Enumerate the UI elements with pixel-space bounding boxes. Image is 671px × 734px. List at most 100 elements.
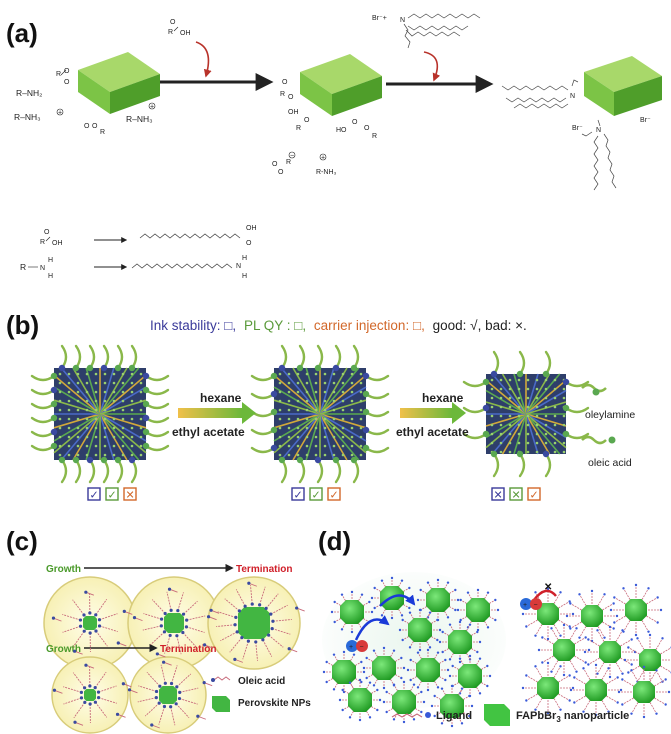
lattice-atom <box>279 409 282 412</box>
lattice-atom <box>342 436 345 439</box>
lattice-atom <box>360 391 363 394</box>
lattice-atom <box>563 451 566 454</box>
np-ligand-head <box>612 627 614 629</box>
lattice-atom <box>131 445 134 448</box>
oleic-head <box>169 705 172 708</box>
np-ligand-head <box>616 676 618 678</box>
lattice-atom <box>95 418 98 421</box>
np-ligand-head <box>351 591 353 593</box>
lattice-atom <box>500 397 503 400</box>
np-ligand-head <box>459 599 461 601</box>
lattice-atom <box>288 445 291 448</box>
oleic-head <box>88 684 91 687</box>
lattice-atom <box>509 433 512 436</box>
np-ligand-head <box>373 684 375 686</box>
lattice-atom <box>491 424 494 427</box>
panel-d: (d) + − ✕ + − Ligand FAPbBr3 nanoparticl… <box>318 526 671 727</box>
lattice-atom <box>545 424 548 427</box>
np-ligand-head <box>411 597 413 599</box>
np-ligand-head <box>325 681 327 683</box>
ligand-chain <box>132 346 136 368</box>
lattice-atom <box>509 406 512 409</box>
np-ligand-head <box>365 677 367 679</box>
ligand-head <box>517 451 523 457</box>
np-ligand-head <box>427 581 429 583</box>
lattice-atom <box>306 445 309 448</box>
svg-text:O: O <box>44 229 50 236</box>
np-ligand <box>570 660 577 671</box>
oleic-head <box>79 618 82 621</box>
lattice-atom <box>140 391 143 394</box>
np-ligand <box>642 620 649 631</box>
svg-text:+: + <box>349 644 353 651</box>
np-ligand-head <box>427 689 429 691</box>
lattice-atom <box>68 427 71 430</box>
lattice-atom <box>113 418 116 421</box>
np-ligand-head <box>607 667 609 669</box>
lattice-atom <box>297 409 300 412</box>
rating-mark: ✕ <box>494 490 503 502</box>
np-ligand <box>650 670 657 681</box>
np-ligand-head <box>349 681 351 683</box>
np-ligand-head <box>522 687 524 689</box>
panel-b-legend: oleylamine oleic acid <box>582 385 635 469</box>
lattice-atom <box>360 409 363 412</box>
ligand-head <box>491 371 497 377</box>
free-ligand-head <box>156 652 159 655</box>
lattice-atom <box>86 445 89 448</box>
lattice-atom <box>527 397 530 400</box>
np-ligand <box>598 630 605 641</box>
np-ligand-head <box>469 623 471 625</box>
lattice-atom <box>500 379 503 382</box>
free-ammonium: R-NH₃ <box>316 169 336 176</box>
lattice-atom <box>59 409 62 412</box>
oleic-head <box>163 705 166 708</box>
ligand-head <box>297 365 303 371</box>
lattice-atom <box>122 445 125 448</box>
free-ligand-head <box>52 617 55 620</box>
lattice-atom <box>491 433 494 436</box>
lattice-atom <box>140 373 143 376</box>
lattice-atom <box>360 400 363 403</box>
np-ligand-head <box>603 593 605 595</box>
ligand-chain <box>366 430 388 434</box>
lattice-atom <box>509 397 512 400</box>
lattice-atom <box>360 454 363 457</box>
free-ligand-head <box>84 664 87 667</box>
np-ligand-head <box>413 683 415 685</box>
lattice-atom <box>527 433 530 436</box>
ligand-chain <box>318 346 322 368</box>
np-ligand <box>650 702 657 713</box>
ligand-head <box>271 445 277 451</box>
np-ligand-head <box>609 626 611 628</box>
lattice-atom <box>554 415 557 418</box>
np-ligand-head <box>401 614 403 616</box>
lattice-atom <box>131 427 134 430</box>
lattice-atom <box>342 400 345 403</box>
lattice-atom <box>351 454 354 457</box>
np-ligand <box>642 588 649 599</box>
np-ligand-head <box>365 657 367 659</box>
growth-label-1: Growth <box>46 564 81 575</box>
lattice-atom <box>131 436 134 439</box>
ligand-head <box>315 365 321 371</box>
lattice-atom <box>140 418 143 421</box>
free-ligand-head <box>209 609 212 612</box>
np-ligand-head <box>489 675 491 677</box>
ligand-head <box>143 429 149 435</box>
np-ligand-head <box>373 607 375 609</box>
svg-text:R: R <box>372 133 377 140</box>
lattice-atom <box>527 424 530 427</box>
np-ligand-head <box>664 703 666 705</box>
np-ligand-head <box>383 701 385 703</box>
free-ligand-head <box>162 661 165 664</box>
arrow1-bottom-label: ethyl acetate <box>172 425 245 439</box>
np-ligand <box>526 620 537 627</box>
lattice-atom <box>113 400 116 403</box>
np-ligand-head <box>343 651 345 653</box>
svg-text:R: R <box>40 239 45 246</box>
np-ligand-head <box>587 638 589 640</box>
svg-text:+: + <box>58 110 62 117</box>
ligand-head <box>483 379 489 385</box>
np-ligand-head <box>630 669 632 671</box>
